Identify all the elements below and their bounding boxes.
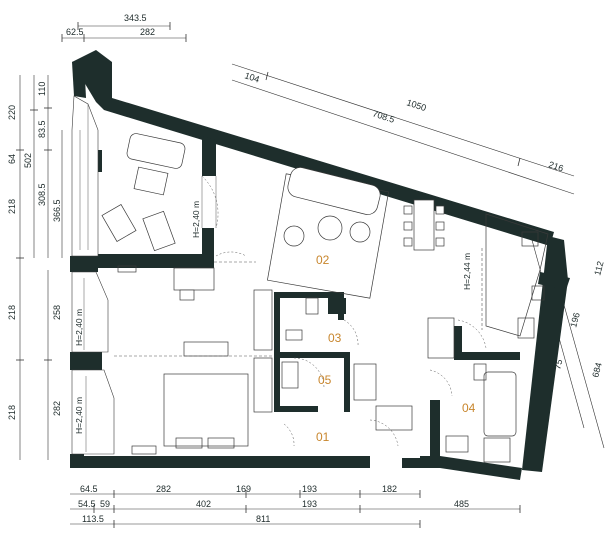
- dining-table: [413, 199, 435, 251]
- wardrobe-2: [253, 357, 273, 413]
- bed: [163, 373, 249, 447]
- sink-03: [285, 329, 303, 341]
- dining-chair: [435, 205, 445, 215]
- ceiling-height-living: H=2,44 m: [462, 253, 472, 290]
- dim-bottom-193a: 193: [302, 484, 317, 494]
- dim-bottom-182: 182: [382, 484, 397, 494]
- shower-tray-05: [353, 363, 377, 401]
- dim-left-64: 64: [7, 154, 17, 164]
- dim-left-218a: 218: [7, 199, 17, 214]
- room-numbers: 02 03 05 01 04: [316, 253, 476, 444]
- dim-left-110: 110: [37, 82, 47, 96]
- room-label-03: 03: [328, 331, 342, 345]
- lounger-right: [142, 210, 176, 252]
- bay-window-mid: [71, 271, 109, 353]
- dim-diag-104: 104: [243, 70, 260, 84]
- bathroom-fixtures: [281, 297, 517, 463]
- kitchen-sink: [531, 285, 545, 301]
- desk: [173, 267, 215, 291]
- bedroom-furniture: [131, 289, 413, 455]
- dim-right-112: 112: [592, 260, 605, 276]
- doors: [201, 175, 487, 447]
- windows: [71, 95, 115, 455]
- desk-chair: [179, 289, 195, 301]
- dining-chair: [435, 221, 445, 231]
- dim-diag-7085: 708.5: [371, 108, 396, 124]
- sofa: [287, 167, 381, 215]
- dim-top-left: 62.5: [66, 27, 84, 37]
- dim-right-196: 196: [568, 311, 582, 328]
- dim-bottom-402: 402: [196, 499, 211, 509]
- bench: [183, 341, 229, 357]
- closet-04: [427, 317, 455, 359]
- shoe-rack: [375, 405, 413, 431]
- dim-diag-216: 216: [547, 159, 564, 173]
- kitchen-counter: [485, 213, 549, 337]
- dim-left-3665: 366.5: [52, 199, 62, 222]
- room-label-01: 01: [316, 430, 330, 444]
- wc-04: [473, 363, 487, 381]
- dim-top-right: 282: [140, 27, 155, 37]
- dim-bottom-811: 811: [256, 514, 270, 524]
- walls: [70, 50, 570, 480]
- dim-bottom-282: 282: [156, 484, 171, 494]
- room-label-02: 02: [316, 253, 330, 267]
- fridge: [517, 317, 535, 339]
- dimension-labels: 343.5 62.5 282 104 1050 708.5 216 220 64…: [7, 13, 606, 524]
- hob: [521, 231, 539, 247]
- dim-left-258: 258: [52, 305, 62, 320]
- dim-left-218b: 218: [7, 305, 17, 320]
- ceiling-height-bedroom: H=2,40 m: [74, 397, 84, 434]
- dim-bottom-645: 64.5: [80, 484, 98, 494]
- dim-bottom-169: 169: [236, 484, 251, 494]
- shelf: [117, 265, 137, 273]
- ceiling-height-study: H=2,40 m: [74, 309, 84, 346]
- dining-chair: [435, 237, 445, 247]
- dim-left-282: 282: [52, 401, 62, 416]
- wc-03: [305, 297, 319, 315]
- dim-left-835: 83.5: [37, 120, 47, 138]
- shower-04: [483, 437, 511, 463]
- dim-left-218c: 218: [7, 405, 17, 420]
- bathtub: [483, 371, 517, 437]
- dim-bottom-485: 485: [454, 499, 469, 509]
- bay-window-bottom: [71, 369, 115, 455]
- shelf-05: [281, 361, 299, 389]
- ceiling-height-terrace: H=2,40 m: [191, 201, 201, 238]
- armchair-left: [283, 225, 305, 247]
- dining-chair: [403, 237, 413, 247]
- dim-left-3085: 308.5: [37, 183, 47, 206]
- dim-bottom-1135: 113.5: [82, 514, 104, 524]
- dim-bottom-59: 59: [100, 499, 110, 509]
- outdoor-sofa: [126, 133, 186, 169]
- pillow: [207, 437, 235, 449]
- bay-window-top: [71, 95, 99, 257]
- room-label-04: 04: [462, 401, 476, 415]
- dim-left-502: 502: [23, 153, 33, 168]
- dim-top-total: 343.5: [124, 13, 147, 23]
- pillow: [175, 437, 203, 449]
- room-label-05: 05: [318, 373, 332, 387]
- dining-chair: [403, 221, 413, 231]
- lounger-left: [101, 204, 137, 242]
- outdoor-table: [133, 166, 169, 196]
- dim-bottom-545: 54.5: [78, 499, 96, 509]
- armchair-right: [349, 221, 371, 243]
- study-furniture: [114, 261, 274, 357]
- dim-left-220: 220: [7, 105, 17, 120]
- dim-bottom-193b: 193: [302, 499, 317, 509]
- dim-diag-1050: 1050: [405, 97, 427, 113]
- dining-chair: [403, 205, 413, 215]
- wardrobe: [253, 289, 273, 351]
- nightstand: [131, 445, 157, 455]
- coffee-table: [317, 215, 343, 241]
- sink-04: [445, 435, 469, 453]
- dim-right-684: 684: [590, 361, 604, 378]
- terrace-furniture: [101, 133, 217, 252]
- living-room-furniture: [267, 167, 549, 339]
- ceiling-height-labels: H=2,40 m H=2,40 m H=2,40 m H=2,44 m: [74, 201, 472, 434]
